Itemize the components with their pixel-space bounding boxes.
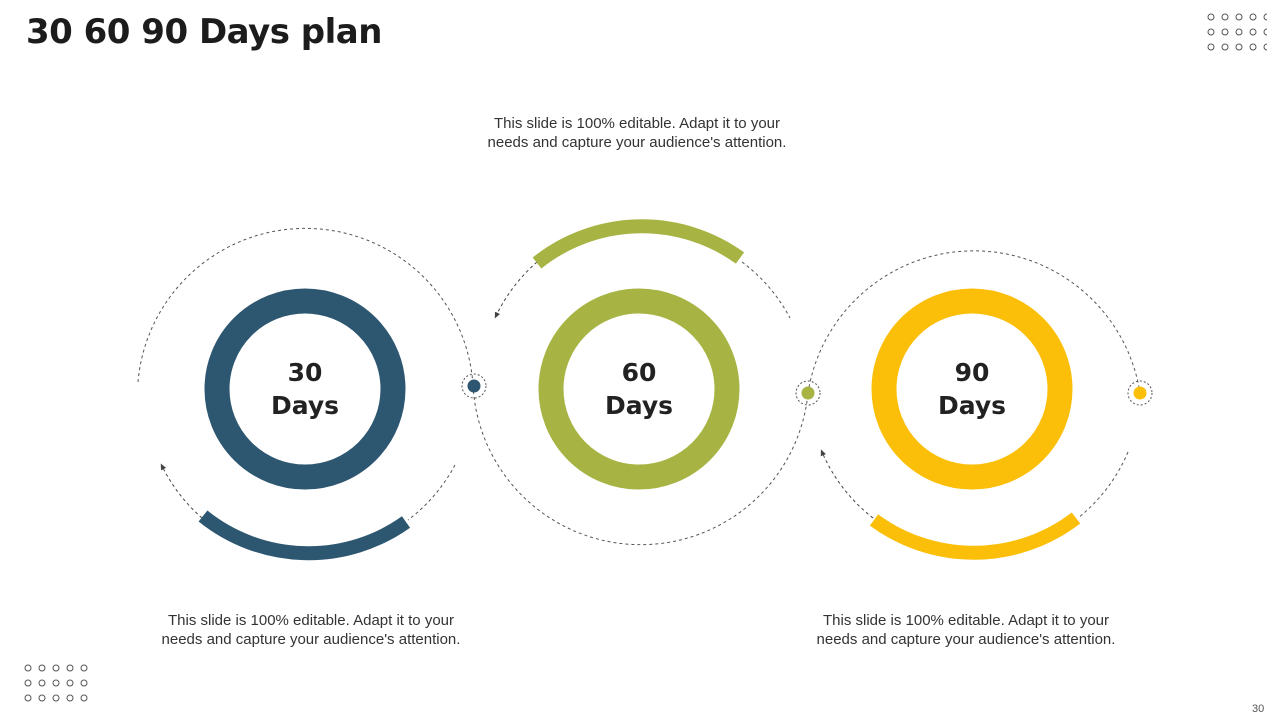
arrow-60 [494,261,538,319]
decor-dot [80,694,88,702]
decor-dot [1207,28,1215,36]
arc-30 [198,510,411,561]
ring-30-label-number: 30 [288,358,323,387]
ring-90-label-unit: Days [938,391,1006,420]
description-60-days: This slide is 100% editable. Adapt it to… [487,115,787,151]
decor-dot [1235,43,1243,51]
decor-dot [38,664,46,672]
page-title: 30 60 90 Days plan [26,12,382,52]
dashed-orbit-90 [807,250,1141,394]
decor-dot [24,679,32,687]
ring-30-days [204,288,406,490]
decor-dot [24,694,32,702]
decor-dot [66,679,74,687]
connector-dot-yellow [1127,380,1153,406]
dashed-orbit-30-lower [407,464,456,521]
arrow-90 [820,449,874,519]
decor-dot [38,694,46,702]
decor-dot [66,694,74,702]
ring-30-label-unit: Days [271,391,339,420]
connector-dot-blue [461,373,487,399]
ring-90-label-number: 90 [955,358,990,387]
decor-dot [1221,28,1229,36]
decor-dot [1249,28,1257,36]
decor-dot [66,664,74,672]
dashed-orbit-90-lower [1077,451,1129,519]
decor-dot [1235,28,1243,36]
ring-90-days [871,288,1073,490]
ring-60-label-unit: Days [605,391,673,420]
ring-60-label-number: 60 [622,358,657,387]
decor-dot [52,664,60,672]
ring-60-days [538,288,740,490]
decor-dot [80,679,88,687]
description-90-days: This slide is 100% editable. Adapt it to… [816,612,1116,648]
description-30-days: This slide is 100% editable. Adapt it to… [161,612,461,648]
arc-90 [869,512,1081,560]
decor-dot [1221,43,1229,51]
decor-dot [1249,43,1257,51]
decor-dot [1221,13,1229,21]
decor-dot [1235,13,1243,21]
dashed-orbit-60-upper [741,261,791,319]
page-number: 30 [1252,703,1265,715]
decor-dot [1207,43,1215,51]
decor-dot [1249,13,1257,21]
arrow-30 [160,463,203,519]
decor-dot [1207,13,1215,21]
dashed-orbit-60 [472,384,809,546]
decor-dot [38,679,46,687]
decor-dot [52,679,60,687]
decor-dot [80,664,88,672]
decor-dot [52,694,60,702]
decor-dot [24,664,32,672]
arc-60 [532,219,745,269]
dot-grid-decoration-bottom-left [22,662,88,707]
connector-dot-green [795,380,821,406]
